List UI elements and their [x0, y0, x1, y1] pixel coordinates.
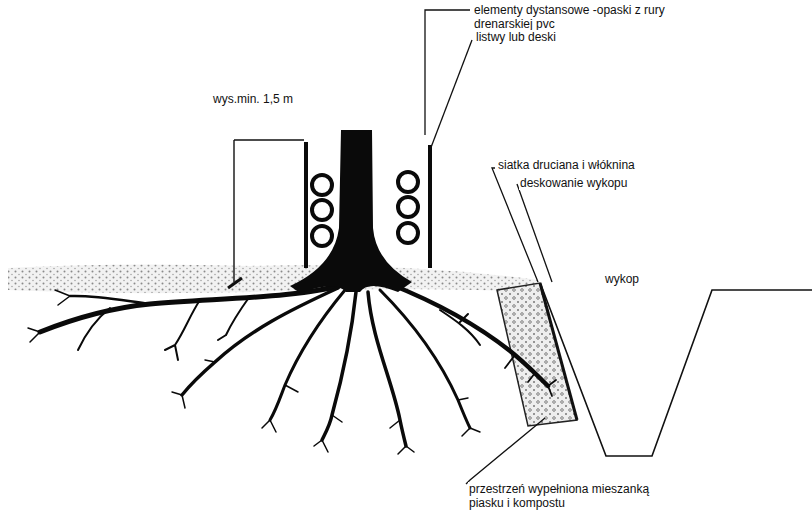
- shoring-label: deskowanie wykopu: [519, 176, 628, 190]
- tree-trunk: [290, 130, 412, 293]
- height-dimension: [228, 140, 304, 288]
- trench-boarding: [540, 283, 577, 420]
- board-left: [304, 142, 308, 268]
- trench-outline: [541, 285, 812, 456]
- dimension-label: wys.min. 1,5 m: [212, 92, 294, 106]
- spacer-label: elementy dystansowe -opaski z rury drena…: [473, 3, 690, 31]
- fill-label: przestrzeń wypełniona mieszanką piasku i…: [468, 482, 675, 510]
- trench-label: wykop: [604, 272, 640, 286]
- leader-lines: [425, 10, 552, 484]
- soil-band: [8, 264, 540, 293]
- mesh-label: siatka druciana i włóknina: [497, 158, 636, 172]
- trench-fill: [497, 283, 577, 426]
- board-label: listwy lub deski: [475, 30, 557, 44]
- pvc-spacer-rings: [312, 172, 418, 246]
- roots: [28, 284, 556, 454]
- board-right: [428, 145, 432, 268]
